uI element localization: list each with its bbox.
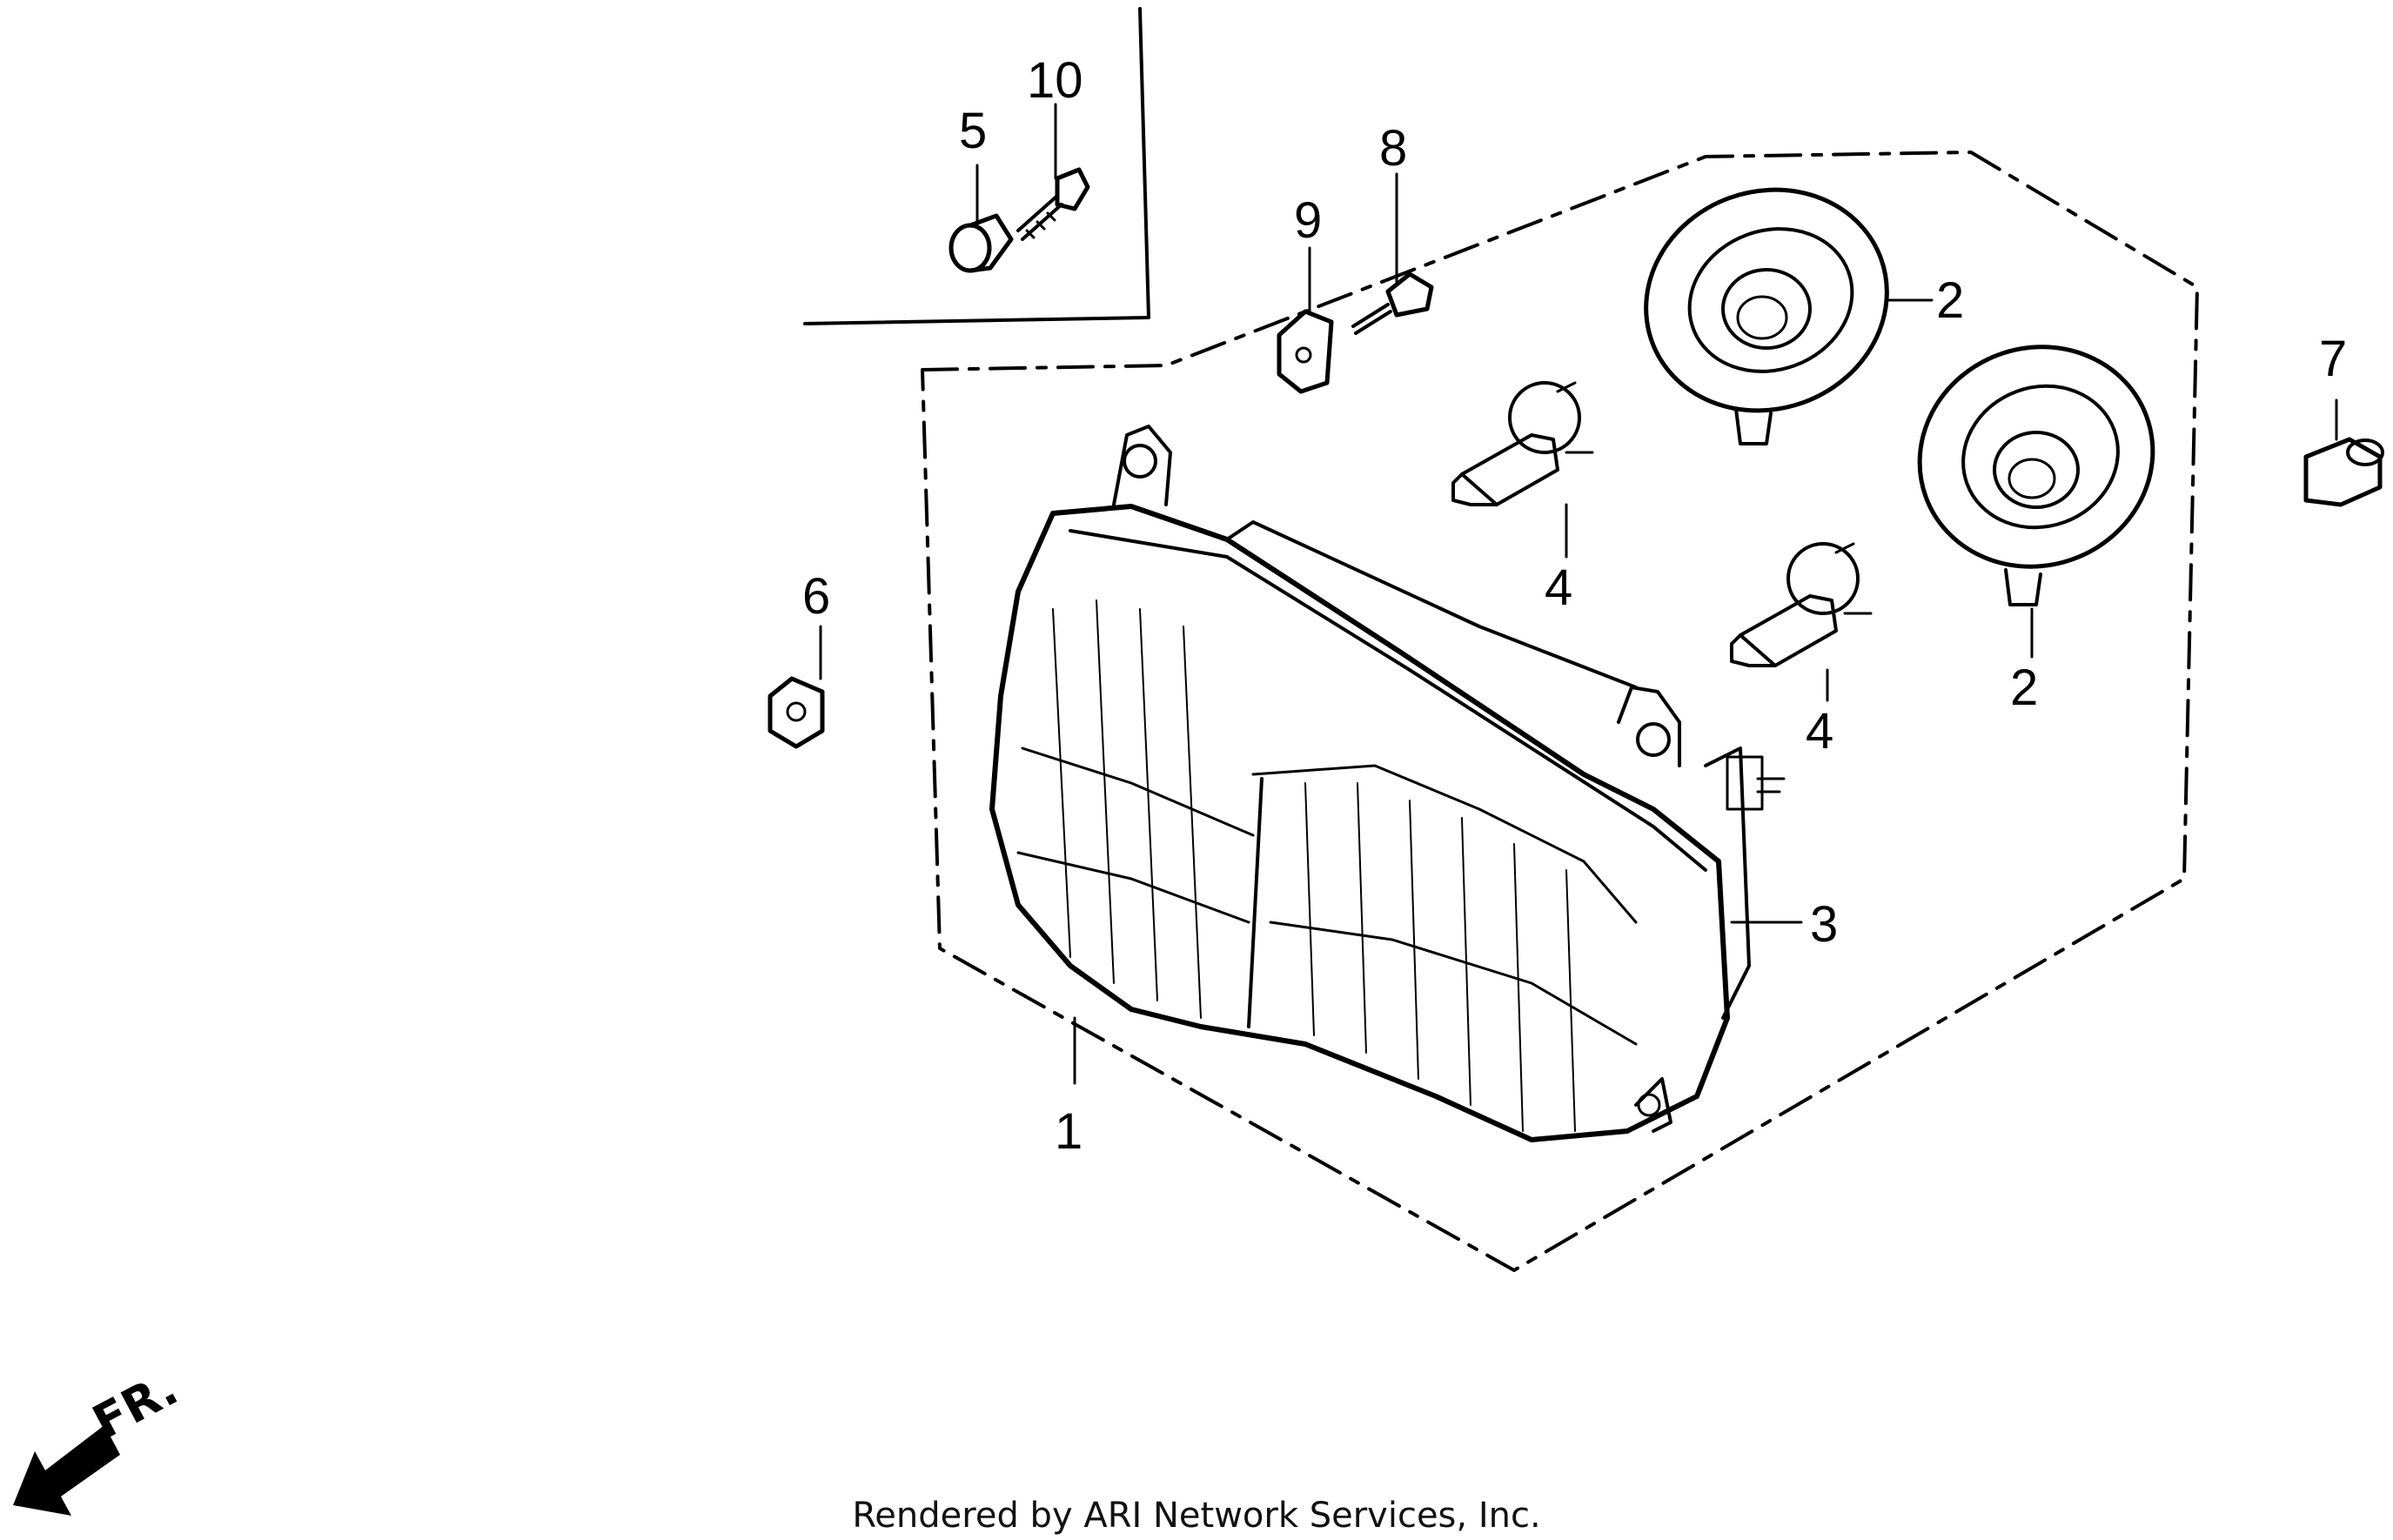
bulb-socket-upper xyxy=(1644,187,1889,445)
callout-2-upper: 2 xyxy=(1936,272,1964,329)
clip-nut-6 xyxy=(768,676,825,749)
assembly-boundary xyxy=(921,151,2199,1272)
bolt-10 xyxy=(1016,167,1090,241)
grommet-5 xyxy=(948,213,1014,273)
callout-4-upper: 4 xyxy=(1545,559,1572,616)
clip-9 xyxy=(1277,309,1334,394)
headlight-unit xyxy=(989,425,1786,1142)
cap-7 xyxy=(2303,437,2384,507)
callout-9: 9 xyxy=(1294,192,1322,249)
footer-credit: Rendered by ARI Network Services, Inc. xyxy=(852,1496,1540,1536)
sub-assembly-bracket xyxy=(803,7,1150,325)
callout-5: 5 xyxy=(959,103,987,159)
bulb-upper xyxy=(1451,381,1594,506)
callout-1: 1 xyxy=(1055,1103,1083,1160)
bulb-socket-lower xyxy=(1917,345,2155,606)
callout-6: 6 xyxy=(802,568,830,625)
callout-7: 7 xyxy=(2319,331,2347,387)
leader-lines xyxy=(819,103,2338,1085)
callout-10: 10 xyxy=(1027,52,1083,109)
callout-2-lower: 2 xyxy=(2010,660,2038,716)
bulb-lower xyxy=(1730,542,1873,667)
callout-4-lower: 4 xyxy=(1806,703,1833,760)
callout-8: 8 xyxy=(1379,120,1407,177)
front-direction-arrow-icon: FR. xyxy=(13,1361,186,1516)
callout-3: 3 xyxy=(1810,896,1838,953)
screw-8 xyxy=(1351,271,1434,335)
